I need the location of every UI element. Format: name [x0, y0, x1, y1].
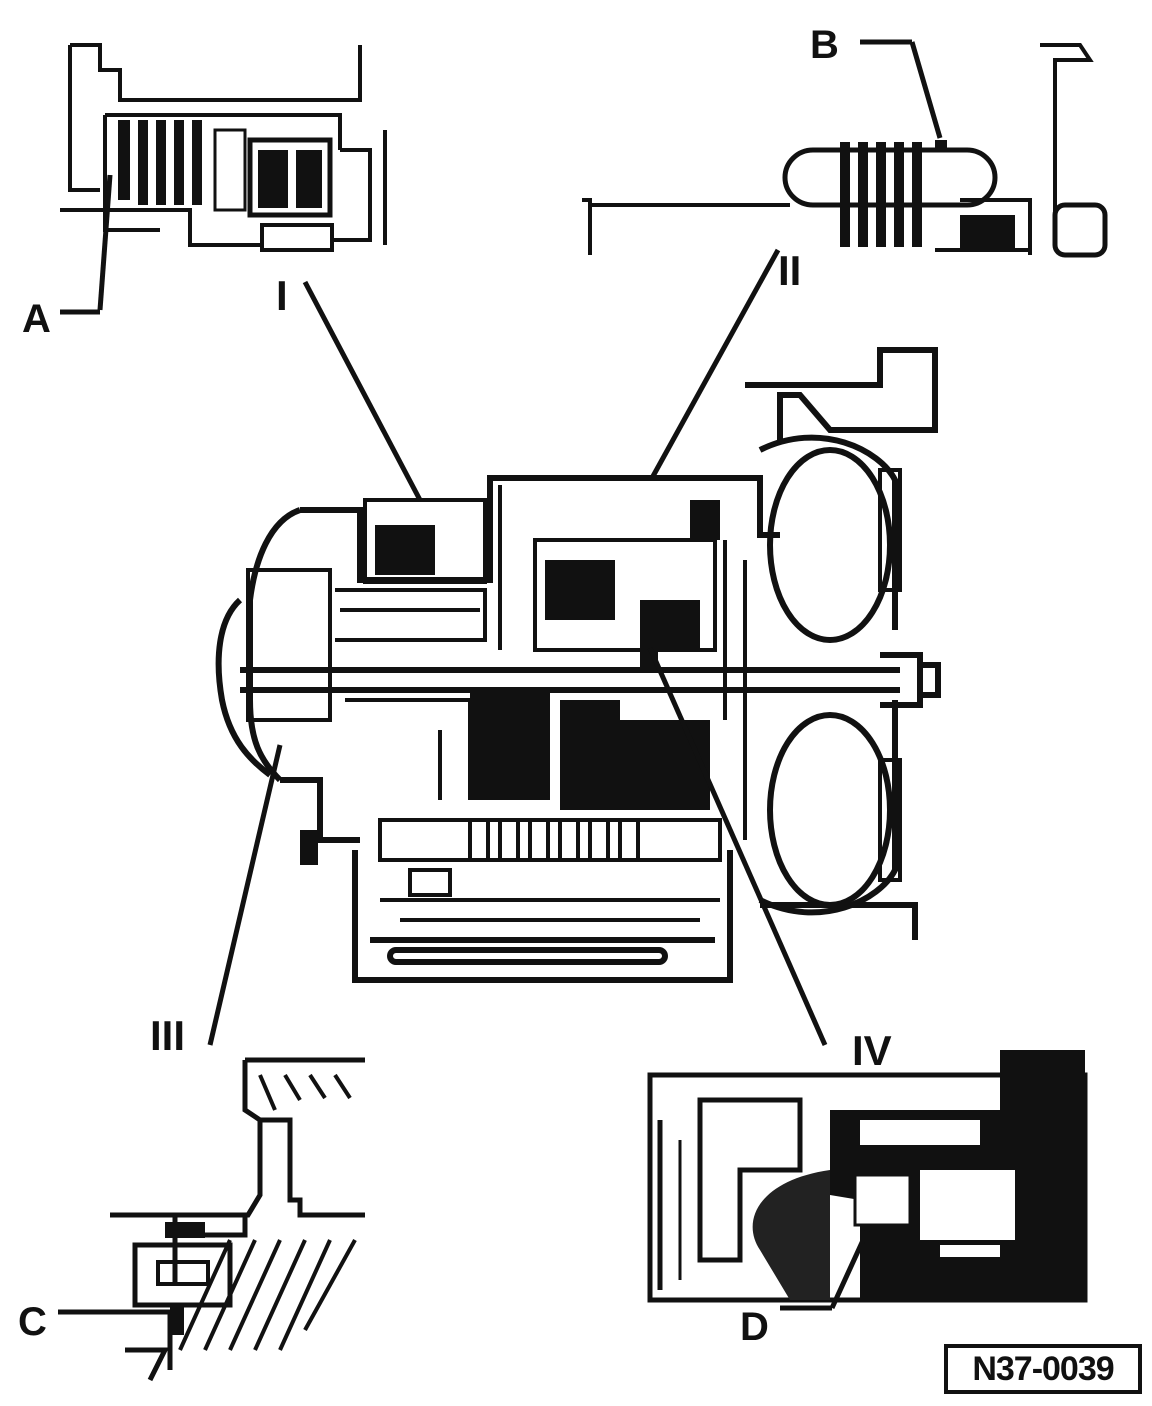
detail-iv-drawing	[647, 1050, 1088, 1303]
detail-label-ii: II	[778, 247, 801, 294]
reference-code-box: N37-0039	[944, 1344, 1142, 1394]
callout-a: A	[22, 297, 51, 341]
leader-line-ii	[649, 248, 781, 480]
detail-label-iii: III	[150, 1012, 185, 1059]
internal-structure	[246, 468, 902, 922]
reference-code: N37-0039	[972, 1349, 1114, 1388]
detail-i-drawing	[60, 43, 387, 252]
detail-iii-hatching	[178, 1073, 357, 1351]
transmission-housing	[215, 347, 938, 983]
leader-line-d	[829, 1223, 873, 1310]
leader-line-iii	[207, 744, 283, 1046]
detail-iii-fill	[165, 1222, 205, 1335]
callout-b: B	[810, 23, 839, 67]
leader-line-i	[302, 280, 423, 502]
detail-i-clutch-plates	[118, 120, 322, 208]
detail-label-iv: IV	[852, 1027, 892, 1074]
leader-line-b	[909, 41, 943, 139]
leader-line-iv	[647, 646, 828, 1047]
main-shaft	[240, 652, 941, 708]
detail-label-i: I	[276, 272, 288, 319]
callout-d: D	[740, 1305, 769, 1349]
leader-line-a	[97, 174, 113, 311]
gear-sets	[300, 500, 720, 865]
detail-ii-clutch-pack	[840, 140, 1015, 250]
callout-c: C	[18, 1300, 47, 1344]
